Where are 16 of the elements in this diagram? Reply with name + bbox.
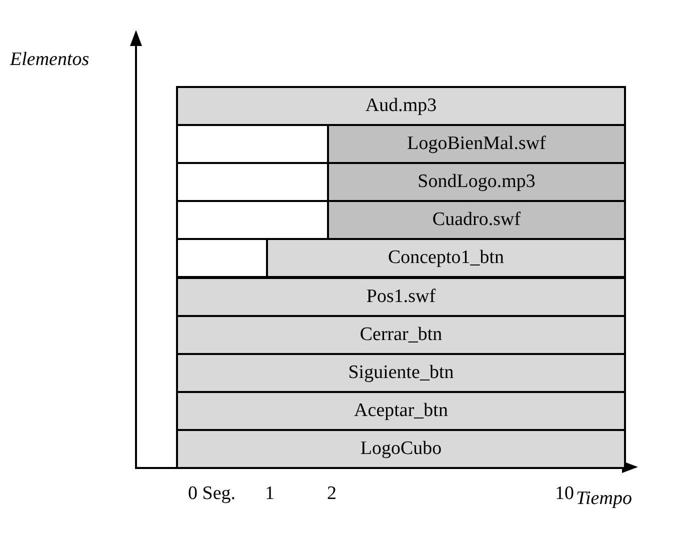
timeline-bar: Cuadro.swf [327, 200, 626, 240]
timeline-bar: Siguiente_btn [176, 352, 626, 393]
axis-title: Elementos [10, 50, 90, 69]
timeline-bar: Pos1.swf [176, 276, 626, 317]
timeline-bar: SondLogo.mp3 [327, 162, 626, 202]
tick-label: 0 Seg. [188, 484, 236, 503]
timeline-bar: Aceptar_btn [176, 390, 626, 431]
axis-title: Tiempo [576, 489, 632, 508]
tick-label: 10 [555, 484, 574, 503]
timeline-bar: Cerrar_btn [176, 314, 626, 355]
timeline-bar: LogoBienMal.swf [327, 124, 626, 164]
tick-label: 2 [327, 484, 336, 503]
tick-label: 1 [265, 484, 274, 503]
timeline-bar: Aud.mp3 [176, 86, 626, 126]
timeline-bar: Concepto1_btn [266, 238, 626, 278]
timeline-bar: LogoCubo [176, 428, 626, 469]
